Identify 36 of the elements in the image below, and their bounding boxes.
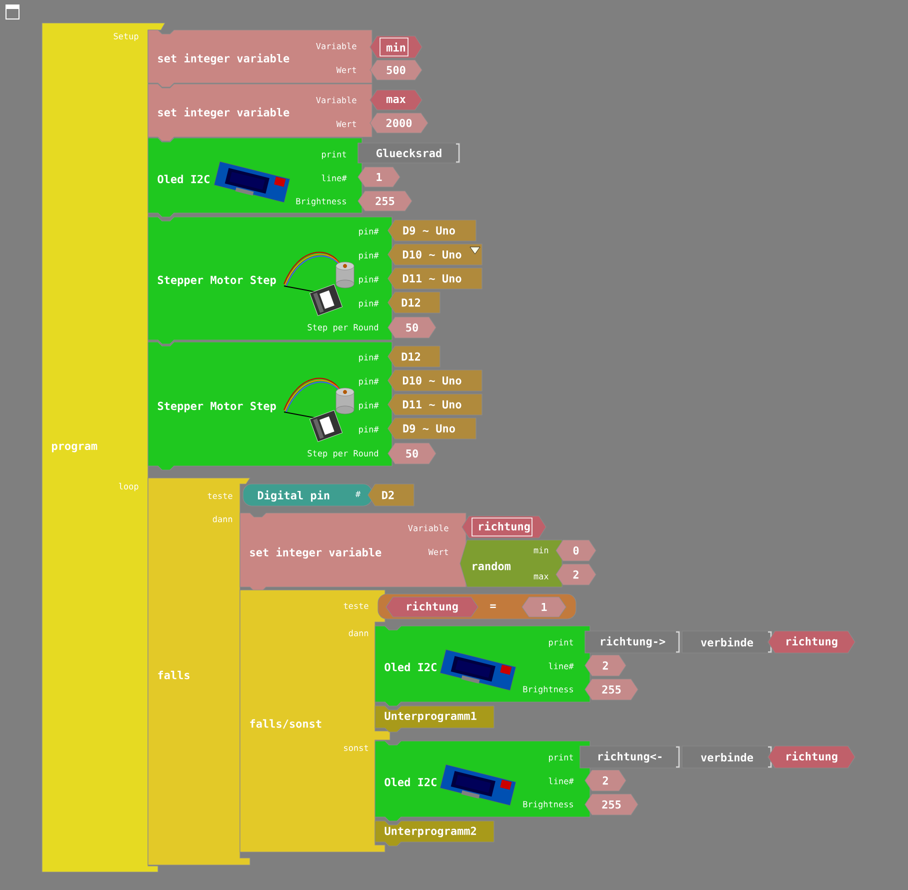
if-block: falls teste dann	[148, 478, 251, 866]
number-block: 1	[522, 596, 566, 618]
pin-block: D10 ~ Uno	[388, 370, 482, 392]
pin-block: D12	[388, 292, 440, 314]
set-variable-block: set integer variable Variable Wert	[148, 30, 372, 88]
string-block: richtung<-	[580, 746, 680, 768]
variable-block: richtung	[768, 746, 856, 768]
set-variable-block: set integer variable Variable Wert	[148, 84, 372, 142]
pin-block: D11 ~ Uno	[388, 394, 482, 416]
digital-pin-block: Digital pin #	[242, 484, 372, 506]
random-block: random min max	[460, 540, 562, 588]
join-block: verbinde	[682, 630, 772, 654]
variable-block: richtung	[386, 596, 478, 618]
variable-block: richtung	[768, 630, 856, 654]
pin-block: D10 ~ Uno	[388, 244, 482, 266]
number-block: 2	[584, 770, 626, 792]
number-block: 50	[388, 442, 436, 464]
number-block: 1	[358, 166, 400, 188]
number-block: 0	[556, 540, 596, 562]
variable-block: min	[370, 36, 422, 58]
pin-block: D2	[368, 484, 414, 506]
string-block: Gluecksrad	[358, 142, 460, 164]
pin-block: D11 ~ Uno	[388, 268, 482, 290]
number-block: 2	[556, 564, 596, 586]
pin-block: D9 ~ Uno	[388, 220, 476, 242]
subroutine-block: Unterprogramm1	[374, 706, 494, 732]
join-block: verbinde	[682, 746, 772, 768]
pin-block: D9 ~ Uno	[388, 418, 476, 440]
pin-block: D12	[388, 346, 440, 368]
string-block: richtung->	[584, 630, 680, 654]
number-block: 2	[584, 654, 626, 676]
set-variable-block: set integer variable Variable Wert	[240, 512, 466, 592]
subroutine-block: Unterprogramm2	[374, 820, 494, 846]
variable-block: richtung	[462, 516, 546, 538]
number-block: 50	[388, 316, 436, 338]
stepper-motor-block: Stepper Motor Step pin# pin# pin# pin# Step per Round	[148, 342, 392, 470]
